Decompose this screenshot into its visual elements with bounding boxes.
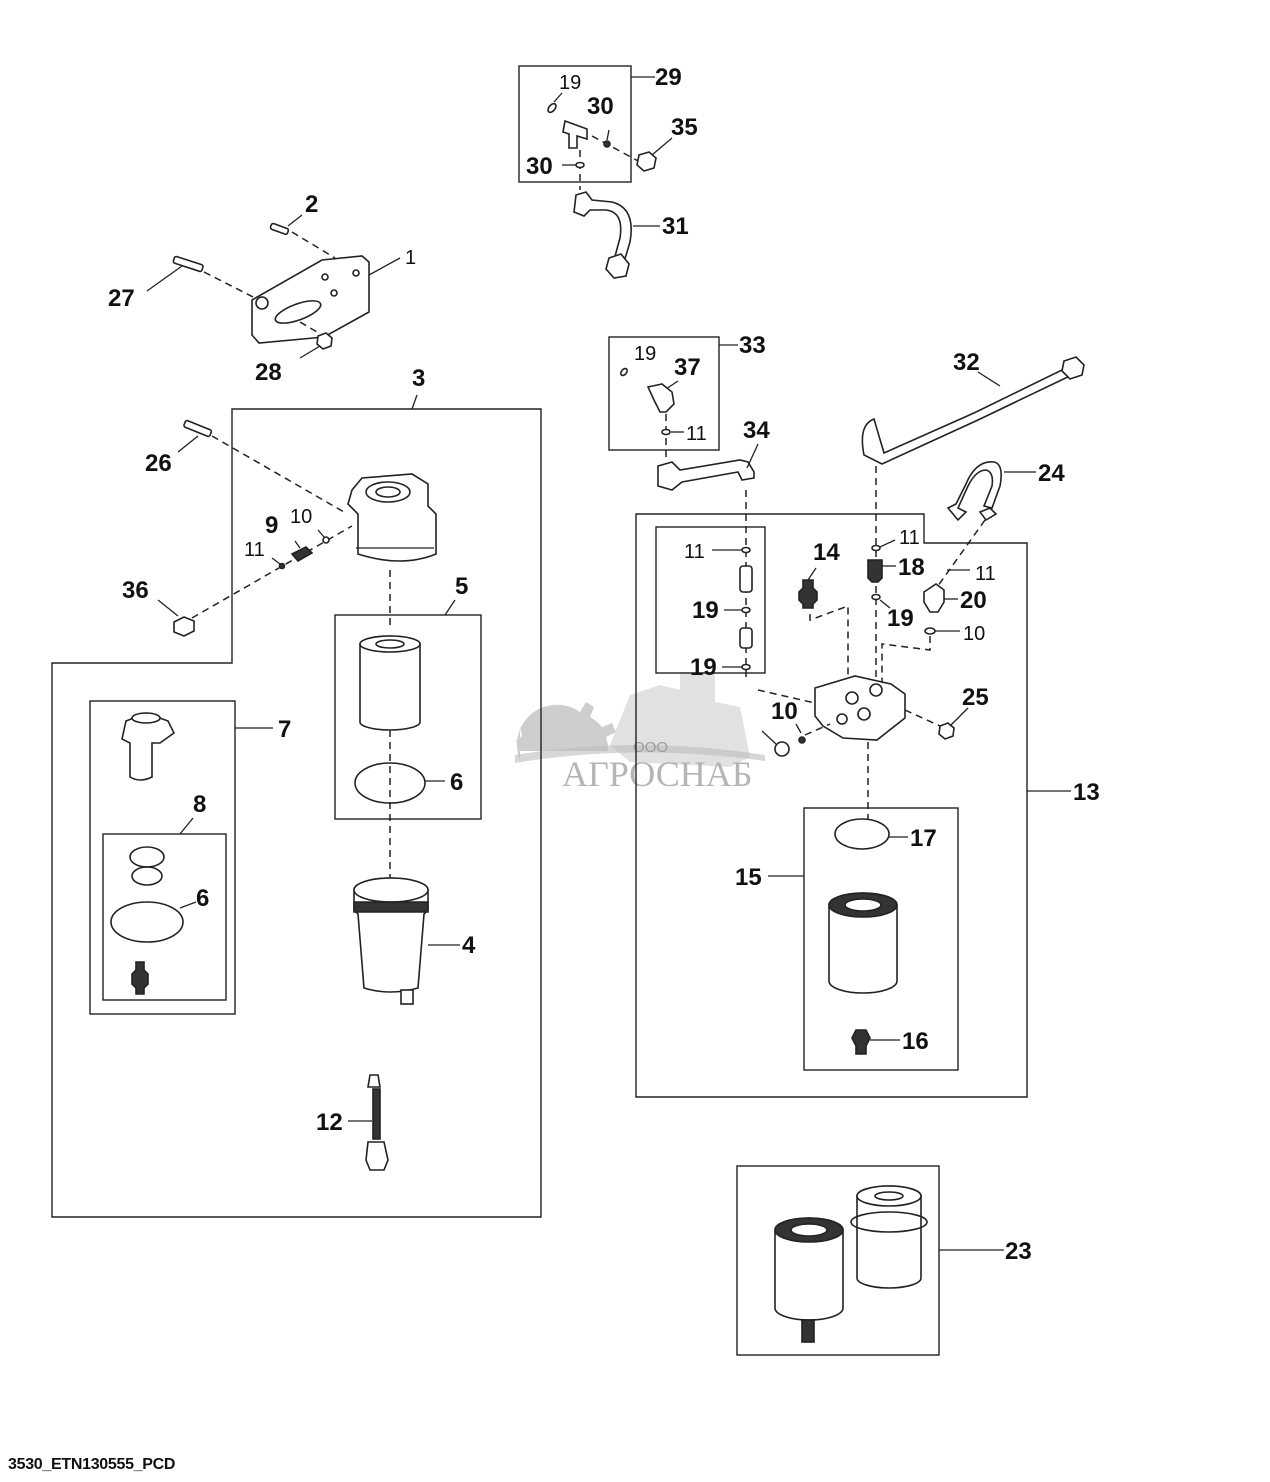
callout-28[interactable]: 28: [255, 359, 282, 386]
group-29: 29 19 30 30 35 31: [518, 64, 698, 279]
callout-4[interactable]: 4: [462, 932, 476, 959]
callout-18[interactable]: 18: [898, 554, 925, 581]
callout-11[interactable]: 11: [244, 539, 265, 561]
figure-id-label: 3530_ETN130555_PCD: [8, 1456, 176, 1473]
group-33: 33 19 37 11 34: [608, 332, 770, 680]
callout-12[interactable]: 12: [316, 1109, 343, 1136]
callout-10[interactable]: 10: [771, 698, 798, 725]
callout-6[interactable]: 6: [196, 885, 209, 912]
callout-30[interactable]: 30: [526, 153, 553, 180]
callout-8[interactable]: 8: [193, 791, 206, 818]
callout-26[interactable]: 26: [145, 450, 172, 477]
nut-35: [636, 151, 657, 172]
group-3: 3 26 9 10 11 36 5: [51, 365, 542, 1218]
callout-19[interactable]: 19: [690, 654, 717, 681]
callout-10[interactable]: 10: [290, 506, 312, 528]
callout-34[interactable]: 34: [743, 417, 770, 444]
callout-15[interactable]: 15: [735, 864, 762, 891]
callout-19[interactable]: 19: [559, 72, 581, 94]
group-23: 23: [736, 1165, 1032, 1356]
elbow-fitting-37: [646, 383, 675, 413]
watermark-logo: ООО АГРОСНАБ: [515, 672, 765, 794]
callout-19[interactable]: 19: [887, 605, 914, 632]
nut-28: [316, 332, 333, 350]
callout-2[interactable]: 2: [305, 191, 318, 218]
elbow-fitting-20: [923, 583, 945, 613]
callout-32[interactable]: 32: [953, 349, 980, 376]
callout-25[interactable]: 25: [962, 684, 989, 711]
callout-29[interactable]: 29: [655, 64, 682, 91]
fuel-lines: 32 24: [861, 349, 1085, 690]
callout-19[interactable]: 19: [634, 343, 656, 365]
harvester-icon: [610, 672, 750, 767]
callout-20[interactable]: 20: [960, 587, 987, 614]
watermark-prefix: ООО: [633, 739, 668, 756]
pressure-switch-14: [798, 579, 818, 609]
callout-31[interactable]: 31: [662, 213, 689, 240]
callout-11[interactable]: 11: [686, 423, 707, 445]
check-valve: [739, 565, 753, 593]
callout-10[interactable]: 10: [963, 623, 985, 645]
nut-36: [173, 616, 195, 637]
stud-27: [172, 255, 204, 273]
fitting-9: [290, 546, 314, 563]
callout-17[interactable]: 17: [910, 825, 937, 852]
callout-27[interactable]: 27: [108, 285, 135, 312]
callout-13[interactable]: 13: [1073, 779, 1100, 806]
callout-33[interactable]: 33: [739, 332, 766, 359]
callout-35[interactable]: 35: [671, 114, 698, 141]
filter-head-block: [814, 675, 906, 741]
hose-34: [657, 459, 755, 491]
fuel-line-24: [946, 461, 1002, 522]
watermark-name: АГРОСНАБ: [562, 754, 752, 794]
callout-11[interactable]: 11: [684, 541, 705, 563]
tee-fitting: [562, 119, 588, 149]
callout-14[interactable]: 14: [813, 539, 840, 566]
callout-16[interactable]: 16: [902, 1028, 929, 1055]
callout-9[interactable]: 9: [265, 512, 278, 539]
stud-2: [269, 222, 290, 236]
bracket-1: [251, 255, 370, 344]
callout-6[interactable]: 6: [450, 769, 463, 796]
callout-3[interactable]: 3: [412, 365, 425, 392]
callout-24[interactable]: 24: [1038, 460, 1065, 487]
drain-plug-16: [851, 1029, 871, 1055]
callout-7[interactable]: 7: [278, 716, 291, 743]
bolt-26: [183, 419, 213, 438]
hose-31: [573, 191, 632, 263]
callout-30[interactable]: 30: [587, 93, 614, 120]
group-13: 13 11 19 19 14 11 18 19 11 20: [635, 513, 1100, 1098]
fitting-18: [867, 559, 883, 583]
nut-25: [938, 722, 955, 740]
callout-37[interactable]: 37: [674, 354, 701, 381]
callout-1[interactable]: 1: [405, 247, 416, 269]
callout-11[interactable]: 11: [975, 563, 996, 585]
sensor-12: [367, 1074, 381, 1088]
callout-11[interactable]: 11: [899, 527, 920, 549]
sender-unit: [121, 712, 176, 781]
fuel-line-32: [861, 367, 1076, 465]
drain-valve: [131, 961, 149, 995]
callout-5[interactable]: 5: [455, 573, 468, 600]
callout-23[interactable]: 23: [1005, 1238, 1032, 1265]
callout-19[interactable]: 19: [692, 597, 719, 624]
callout-36[interactable]: 36: [122, 577, 149, 604]
bracket-group: 2 27 1 28: [108, 191, 416, 386]
